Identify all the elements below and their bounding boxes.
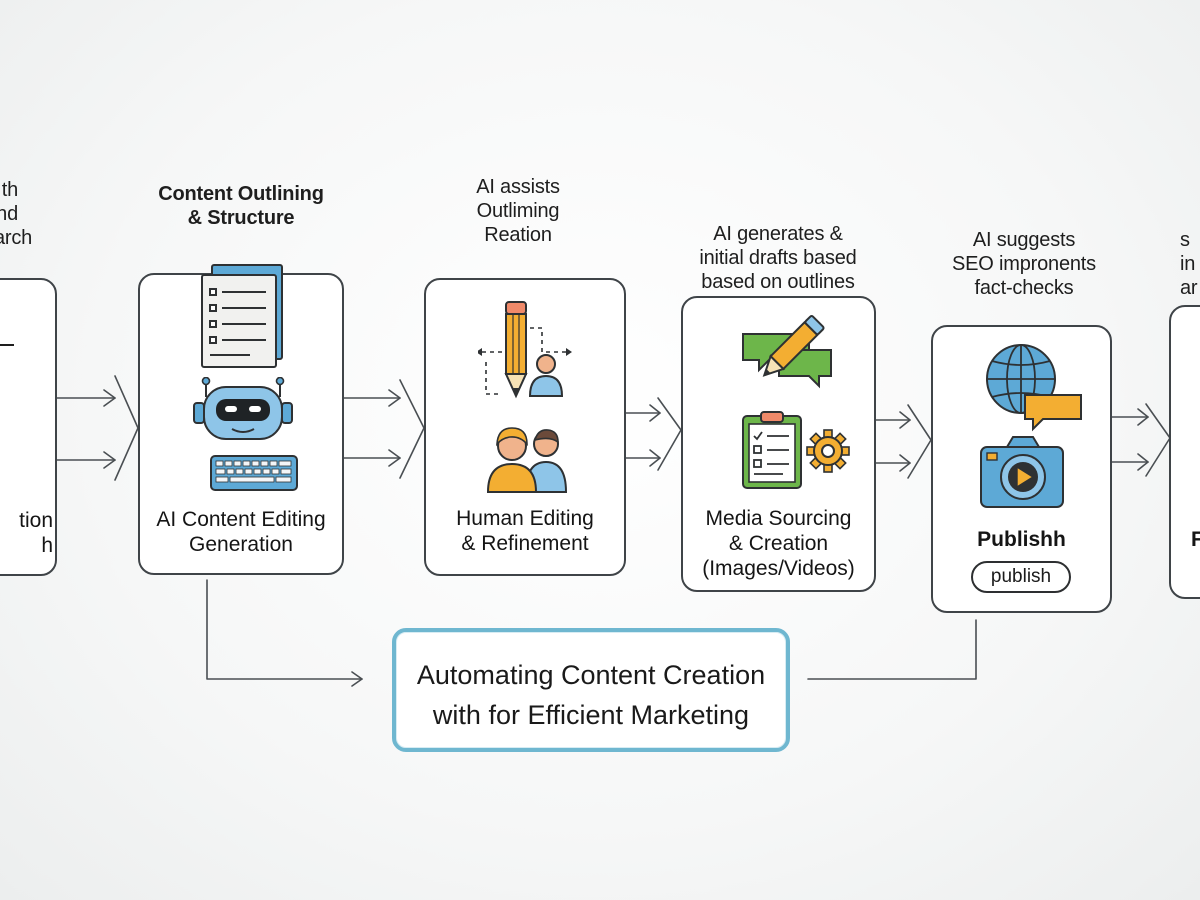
keyboard-icon: [210, 455, 298, 491]
arrow-1-2: [56, 375, 139, 481]
gear-icon: [806, 429, 850, 473]
feed-line-right: [807, 619, 977, 680]
camera-video-icon: [980, 436, 1064, 508]
people-icon: [486, 427, 568, 493]
central-title-box: Automating Content Creation with for Eff…: [392, 628, 790, 752]
pencil-icon: [478, 301, 572, 399]
caption-ai-generates: AI generates & initial drafts based base…: [699, 223, 857, 293]
card-ai-content-generation-label: AI Content Editing Generation: [156, 508, 326, 556]
document-stack-icon: [201, 264, 283, 368]
card-human-editing[interactable]: Human Editing & Refinement: [424, 278, 626, 576]
caption-left-edge: th nd arch: [0, 179, 33, 249]
card-human-editing-label: Human Editing & Refinement: [456, 507, 594, 555]
feed-line-left: [206, 579, 363, 687]
chat-bubble-icon: [1024, 394, 1082, 432]
caption-right-edge: s in ar: [1180, 229, 1198, 299]
clipboard-icon: [742, 411, 802, 489]
arrow-5-6: [1111, 403, 1171, 477]
dash-icon: [0, 344, 14, 346]
arrow-4-5: [875, 404, 932, 479]
card-media-sourcing[interactable]: Media Sourcing & Creation (Images/Videos…: [681, 296, 876, 592]
card-next-step-label: F: [1191, 528, 1200, 551]
caption-ai-assists: AI assists Outliming Reation: [476, 176, 560, 246]
robot-icon: [193, 377, 293, 440]
arrow-3-4: [625, 397, 682, 471]
caption-ai-suggests: AI suggests SEO impronents fact-checks: [952, 229, 1096, 299]
card-research-label: tion h: [19, 509, 53, 557]
card-ai-content-generation[interactable]: AI Content Editing Generation: [138, 264, 344, 575]
pencil-chat-icon: [742, 315, 832, 389]
card-media-sourcing-label: Media Sourcing & Creation (Images/Videos…: [702, 507, 855, 580]
card-next-step[interactable]: F: [1169, 305, 1200, 599]
publish-button[interactable]: publish: [971, 561, 1071, 593]
title-line-1: Automating Content Creation: [416, 660, 766, 690]
card-research[interactable]: tion h: [0, 278, 57, 576]
caption-content-outlining: Content Outlining & Structure: [158, 183, 324, 229]
card-publish-label: Publishh: [977, 528, 1066, 551]
card-publish[interactable]: Publishh publish: [931, 325, 1112, 613]
arrow-2-3: [343, 379, 425, 479]
title-line-2: with for Efficient Marketing: [432, 700, 750, 730]
